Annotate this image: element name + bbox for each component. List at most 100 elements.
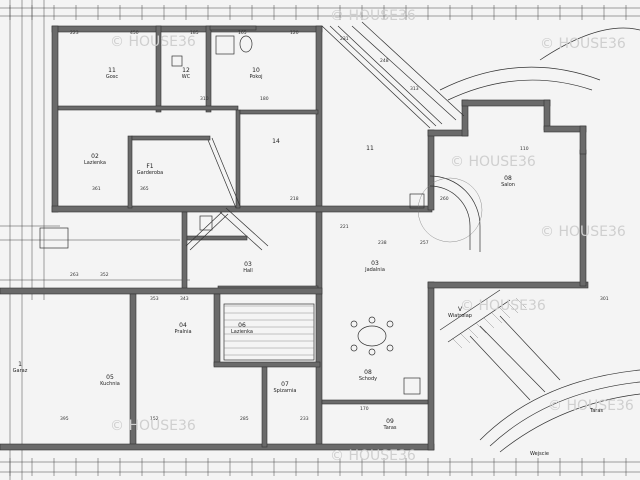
room-number: 04 <box>179 322 187 329</box>
room-name: Gosc <box>106 74 119 80</box>
fireplace <box>403 377 421 395</box>
dimension-value: 248 <box>380 58 389 64</box>
dimension-value: 365 <box>140 186 149 192</box>
room-number: V <box>458 306 463 313</box>
watermark: © HOUSE36 <box>450 154 536 170</box>
room-name: Hall <box>243 268 253 274</box>
dimension-ticks-top <box>9 5 627 476</box>
room-number: F1 <box>146 163 153 170</box>
dining-table <box>357 325 387 347</box>
stair-tread <box>451 337 463 349</box>
dimension-value: 218 <box>290 196 299 202</box>
room-name: Garaz <box>13 368 28 374</box>
room-number: 07 <box>281 381 289 388</box>
stair-tread <box>459 332 471 344</box>
terrace-label: Taras <box>589 408 603 414</box>
stair-tread <box>515 297 527 309</box>
dimension-value: 185 <box>190 30 199 36</box>
dimension-value: 152 <box>150 416 159 422</box>
room-number: 11 <box>108 67 116 74</box>
room-name: Jadalnia <box>364 267 385 273</box>
room-number: 02 <box>91 153 99 160</box>
stair-tread <box>507 302 519 314</box>
watermark: © HOUSE36 <box>548 398 634 414</box>
room-name: Salon <box>501 182 515 188</box>
dimension-value: 313 <box>410 86 419 92</box>
dimension-value: 180 <box>260 96 269 102</box>
fixtures <box>39 35 425 395</box>
room-number: 14 <box>272 138 280 145</box>
room-name: Taras <box>382 425 396 431</box>
entry-label: Wejscie <box>530 451 549 457</box>
room-number: 08 <box>364 369 372 376</box>
dimension-value: 260 <box>440 196 449 202</box>
dimension-value: 221 <box>340 224 349 230</box>
room-name: Lazienka <box>231 329 253 335</box>
stair-treads <box>451 297 527 349</box>
watermark: © HOUSE36 <box>110 34 196 50</box>
dimension-value: 301 <box>600 296 609 302</box>
dimension-value: 310 <box>200 96 209 102</box>
room-number: 06 <box>238 322 246 329</box>
stair-tread <box>467 327 479 339</box>
dimension-value: 352 <box>100 272 109 278</box>
watermark: © HOUSE36 <box>110 418 196 434</box>
dimension-value: 257 <box>420 240 429 246</box>
room-name: Wiatrolap <box>448 313 472 319</box>
watermark: © HOUSE36 <box>330 8 416 24</box>
watermarks: © HOUSE36 © HOUSE36 © HOUSE36 © HOUSE36 … <box>110 8 634 464</box>
dimension-value: 238 <box>378 240 387 246</box>
room-name: Garderoba <box>137 170 163 176</box>
stair-tread <box>499 307 511 319</box>
dimension-value: 263 <box>70 272 79 278</box>
dimension-value: 231 <box>340 36 349 42</box>
room-name: Pralnia <box>174 329 191 335</box>
dimension-value: 170 <box>360 406 369 412</box>
diagonal-elements <box>185 21 561 401</box>
room-number: 05 <box>106 374 114 381</box>
dimension-value: 233 <box>300 416 309 422</box>
room-number: 1 <box>18 361 22 368</box>
dimension-texts: 223 450 185 165 120 231 248 313 361 365 310 180 218 2… <box>60 30 609 422</box>
room-name: Kuchnia <box>100 381 120 387</box>
dimension-value: 165 <box>238 30 247 36</box>
room-name: WC <box>182 74 191 80</box>
dimension-value: 395 <box>60 416 69 422</box>
dimension-value: 343 <box>180 296 189 302</box>
curves <box>417 27 640 453</box>
dimension-value: 223 <box>70 30 79 36</box>
dimension-value: 110 <box>520 146 529 152</box>
room-number: 08 <box>504 175 512 182</box>
watermark: © HOUSE36 <box>540 224 626 240</box>
dimension-value: 450 <box>130 30 139 36</box>
room-number: 12 <box>182 67 190 74</box>
room-number: 10 <box>252 67 260 74</box>
room-number: 11 <box>366 145 374 152</box>
dimension-value: 120 <box>290 30 299 36</box>
watermark: © HOUSE36 <box>540 36 626 52</box>
room-name: Spizarnia <box>273 388 296 394</box>
watermark: © HOUSE36 <box>460 298 546 314</box>
room-label: 14 <box>272 138 280 145</box>
stair-tread <box>475 322 487 334</box>
dimension-value: 361 <box>92 186 101 192</box>
room-label: 11 <box>366 145 374 152</box>
stair-tread <box>483 317 495 329</box>
